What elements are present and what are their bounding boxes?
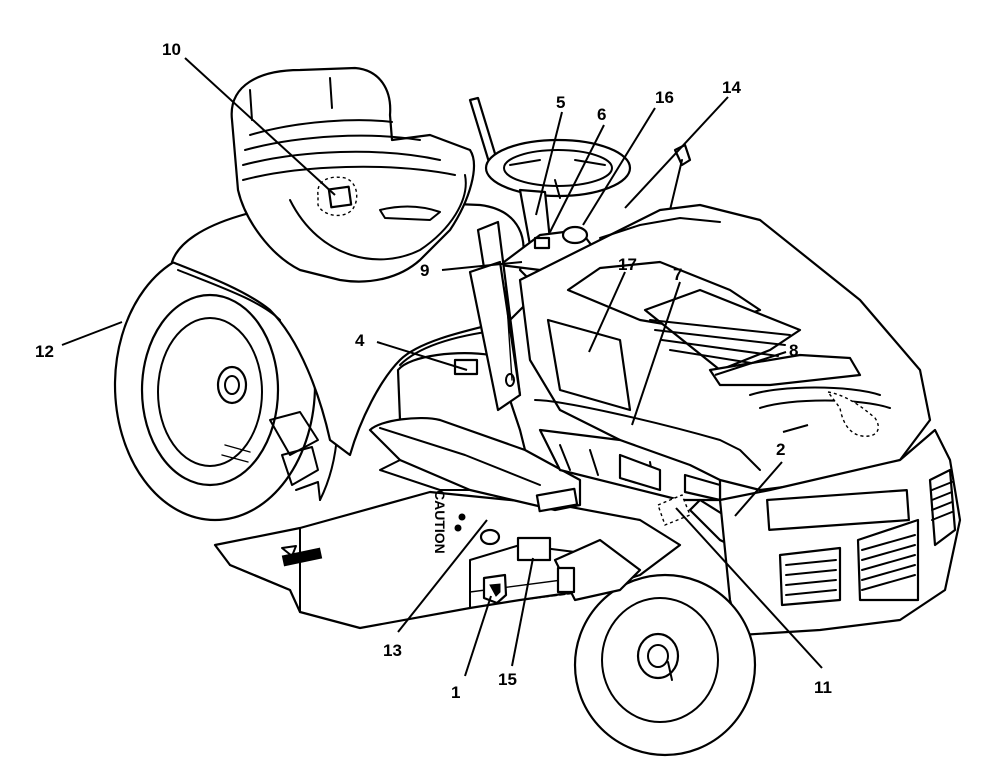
callout-13: 13 <box>383 641 402 660</box>
front-grille <box>718 428 962 637</box>
callout-17: 17 <box>618 255 637 274</box>
callout-14: 14 <box>722 78 741 97</box>
callout-11: 11 <box>814 678 832 697</box>
leader-line-17 <box>588 271 626 353</box>
leader-line-14 <box>624 96 729 209</box>
leader-line-13 <box>397 519 488 633</box>
leader-line-10 <box>184 57 336 196</box>
callout-10: 10 <box>162 40 181 59</box>
callout-1: 1 <box>451 683 460 702</box>
callout-15: 15 <box>498 670 517 689</box>
leader-line-16 <box>582 107 656 226</box>
callout-7: 7 <box>673 265 682 284</box>
leader-line-2b <box>734 461 783 517</box>
callout-8: 8 <box>789 341 798 360</box>
leader-line-12 <box>61 321 123 346</box>
leader-line-1 <box>464 595 492 677</box>
callout-16: 16 <box>655 88 674 107</box>
callout-9: 9 <box>420 261 429 280</box>
steering-assembly <box>468 96 692 412</box>
callout-4: 4 <box>355 331 365 350</box>
leader-lines <box>61 57 823 677</box>
callout-labels: 10 12 4 9 5 6 16 14 17 7 8 2 11 13 1 15 <box>35 40 832 702</box>
callout-12: 12 <box>35 342 54 361</box>
caution-decal-text: CAUTION <box>432 490 448 554</box>
callout-6: 6 <box>597 105 606 124</box>
leader-line-5 <box>535 111 563 216</box>
decals: CAUTION <box>432 490 552 605</box>
leader-line-2 <box>782 424 809 433</box>
front-wheel <box>573 573 757 757</box>
callout-2: 2 <box>776 440 785 459</box>
seat <box>230 66 475 283</box>
front-axle-bracket <box>553 538 642 602</box>
leader-line-9 <box>441 261 523 271</box>
leader-line-6 <box>549 124 605 233</box>
leader-line-8 <box>714 351 787 376</box>
callout-5: 5 <box>556 93 565 112</box>
leader-line-15 <box>511 557 534 667</box>
leader-line-7 <box>631 281 681 426</box>
leader-line-4 <box>376 341 468 371</box>
leader-line-11 <box>675 507 823 669</box>
